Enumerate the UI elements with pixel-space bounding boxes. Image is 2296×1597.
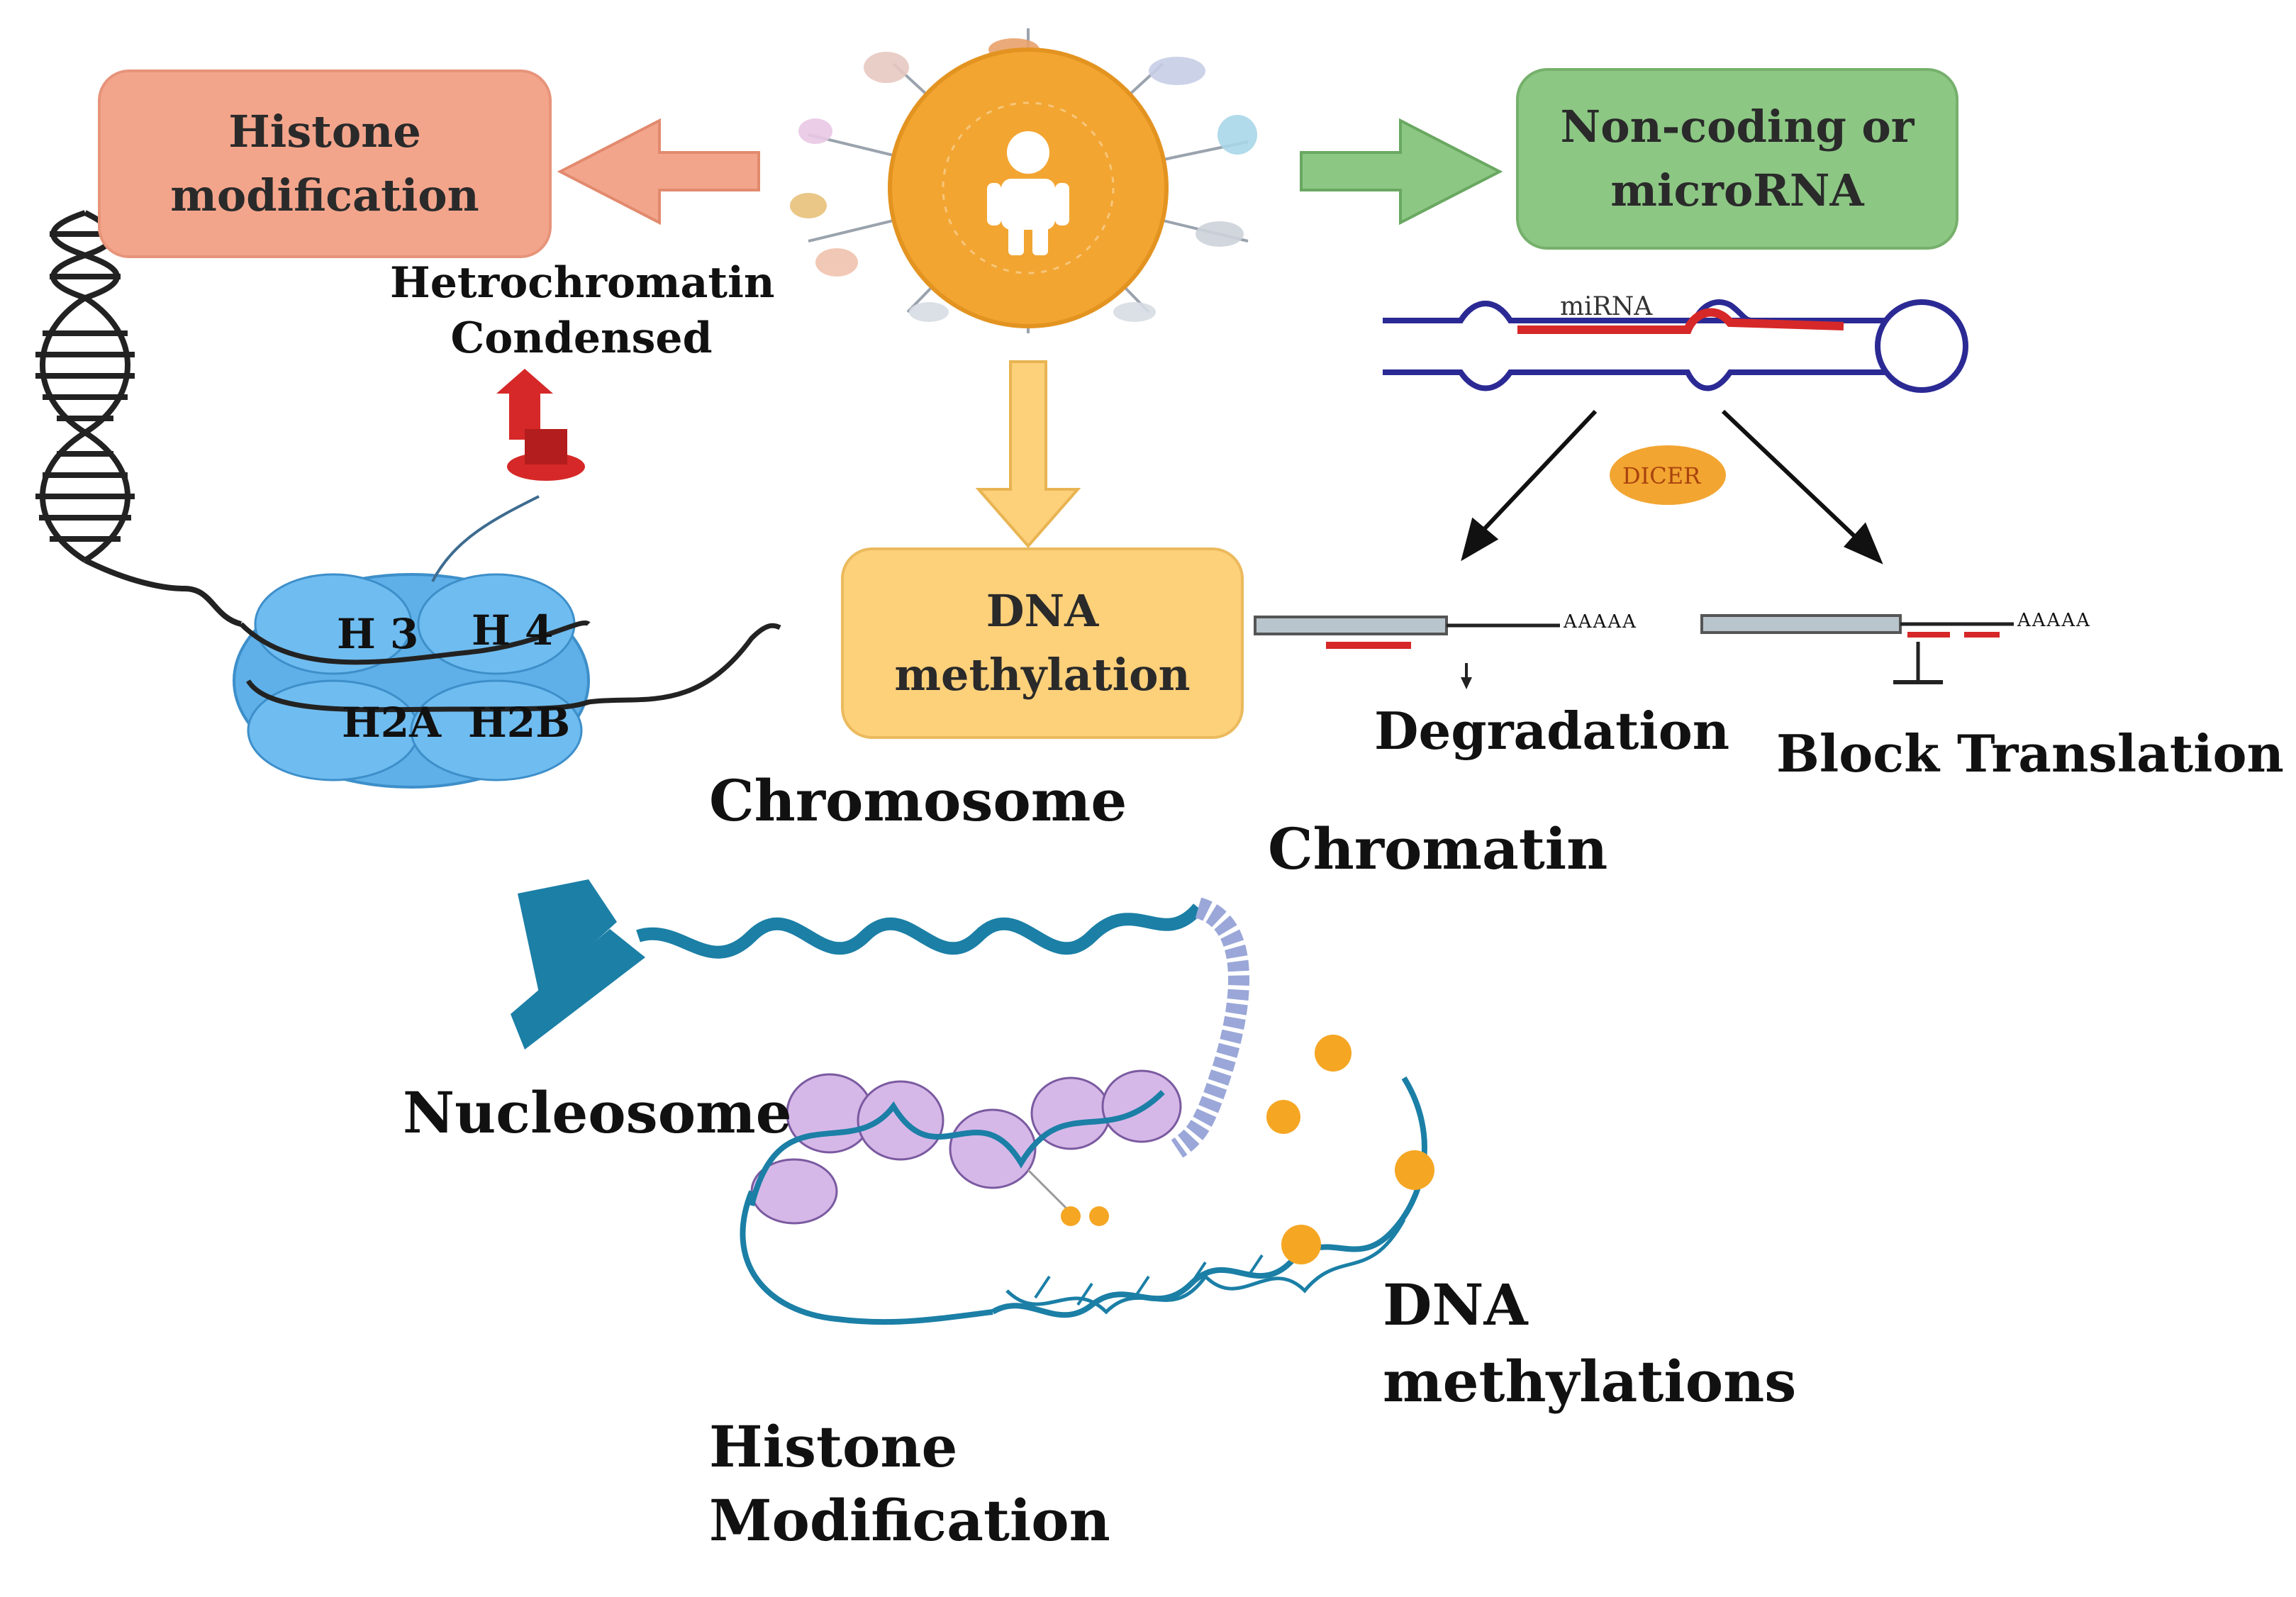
center-illustration bbox=[790, 28, 1257, 333]
person-icon bbox=[987, 131, 1069, 255]
nucleosome-label: Nucleosome bbox=[403, 1079, 792, 1146]
mirna-label: miRNA bbox=[1560, 292, 1653, 321]
dna-methylations-label: DNA methylations bbox=[1383, 1267, 1796, 1420]
mrna-block-translation bbox=[1700, 614, 2014, 684]
dna-helix-illustration bbox=[35, 210, 243, 627]
h2a-label: H2A bbox=[342, 699, 442, 747]
polya-label-2: AAAAA bbox=[2017, 610, 2091, 631]
h2b-label: H2B bbox=[468, 699, 571, 747]
chromatin-label: Chromatin bbox=[1268, 816, 1608, 882]
mirna-hairpin-illustration bbox=[1383, 299, 1968, 393]
polya-label-1: AAAAA bbox=[1564, 611, 1637, 633]
histone-modification-box-label: Histone modification bbox=[170, 106, 479, 221]
histone-modification-box: Histone modification bbox=[98, 69, 552, 258]
arrow-down-icon bbox=[975, 360, 1081, 549]
h4-label: H 4 bbox=[472, 606, 554, 655]
dna-methylation-box: DNA methylation bbox=[841, 547, 1244, 739]
hetrochromatin-line1: Hetrochromatin bbox=[390, 258, 775, 308]
h3-label: H 3 bbox=[337, 610, 419, 658]
dna-methylations-line1: DNA bbox=[1383, 1272, 1528, 1338]
dna-methylation-box-label: DNA methylation bbox=[894, 585, 1191, 701]
dicer-split-arrows bbox=[1461, 409, 1883, 564]
chromatin-fiber bbox=[740, 1069, 1427, 1325]
nucleosome-illustration bbox=[233, 495, 781, 789]
methyl-groups bbox=[1061, 1035, 1434, 1264]
hetrochromatin-label: Hetrochromatin Condensed bbox=[390, 255, 775, 366]
arrow-left-icon bbox=[557, 118, 760, 226]
arrow-right-icon bbox=[1300, 118, 1503, 226]
dicer-enzyme bbox=[1610, 445, 1726, 505]
arrow-up-icon bbox=[496, 369, 585, 481]
dna-methylations-line2: methylations bbox=[1383, 1348, 1797, 1415]
hetrochromatin-line2: Condensed bbox=[450, 313, 713, 363]
dicer-label: DICER bbox=[1622, 462, 1701, 489]
histone-mod-line2: Modification bbox=[709, 1487, 1110, 1554]
noncoding-mirna-box-label: Non-coding or microRNA bbox=[1560, 101, 1915, 216]
block-translation-label: Block Translation bbox=[1776, 723, 2284, 784]
chromosome-illustration bbox=[511, 879, 1249, 1158]
noncoding-mirna-box: Non-coding or microRNA bbox=[1516, 68, 1958, 250]
histone-mod-line1: Histone bbox=[709, 1413, 958, 1480]
degradation-label: Degradation bbox=[1374, 701, 1730, 761]
mrna-degradation bbox=[1254, 616, 1560, 689]
chromosome-label: Chromosome bbox=[709, 767, 1127, 834]
histone-modification-bottom-label: Histone Modification bbox=[709, 1410, 1110, 1557]
